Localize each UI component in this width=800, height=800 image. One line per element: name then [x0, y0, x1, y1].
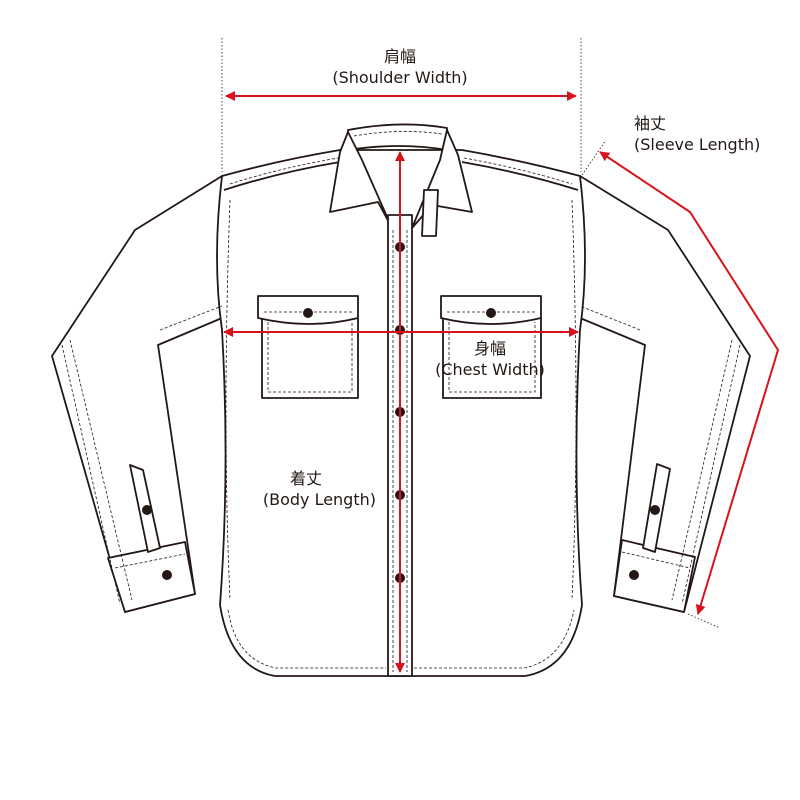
yoke-seam [223, 161, 579, 191]
measurement-arrows [223, 91, 780, 673]
chest-width-label-en: (Chest Width) [435, 360, 545, 379]
body-length-label: 着丈 (Body Length) [236, 468, 376, 510]
right-pocket [442, 318, 542, 399]
chest-width-label-jp: 身幅 [473, 339, 506, 358]
shoulder-width-label-jp: 肩幅 [383, 47, 416, 66]
collar-left [329, 131, 393, 229]
sleeve-length-label-jp: 袖丈 [634, 114, 667, 133]
shoulder-width-label-en: (Shoulder Width) [332, 68, 468, 87]
body-length-label-en: (Body Length) [262, 490, 376, 509]
sleeve-length-label-en: (Sleeve Length) [634, 135, 761, 154]
body-length-label-jp: 着丈 [289, 469, 322, 488]
chest-width-label: 身幅 (Chest Width) [420, 338, 560, 380]
collar-tab [421, 189, 439, 237]
left-pocket [261, 318, 359, 399]
left-sleeve [51, 175, 223, 613]
sleeve-length-label: 袖丈 (Sleeve Length) [634, 113, 760, 155]
right-sleeve [579, 175, 751, 613]
guide-lines [221, 38, 721, 629]
shoulder-width-label: 肩幅 (Shoulder Width) [300, 46, 500, 88]
sleeve-length-arrow [599, 151, 780, 615]
collar-band [347, 123, 448, 151]
